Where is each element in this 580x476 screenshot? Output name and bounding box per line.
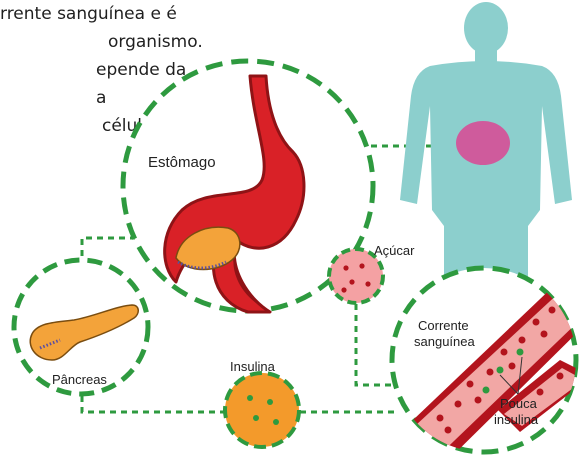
little-insulin-label-line-2: insulina — [494, 412, 539, 427]
stomach-label: Estômago — [148, 154, 216, 171]
pancreas-label: Pâncreas — [52, 372, 107, 387]
stomach-location-marker — [456, 121, 510, 165]
little-insulin-label: Pouca insulina — [494, 396, 541, 427]
bloodstream-label-line-1: Corrente — [418, 318, 469, 333]
insulin-circle — [225, 373, 299, 447]
little-insulin-label-line-1: Pouca — [500, 396, 538, 411]
sugar-label: Açúcar — [374, 243, 415, 258]
bloodstream-label-line-2: sanguínea — [414, 334, 475, 349]
bloodstream-label: Corrente sanguínea — [414, 318, 475, 349]
